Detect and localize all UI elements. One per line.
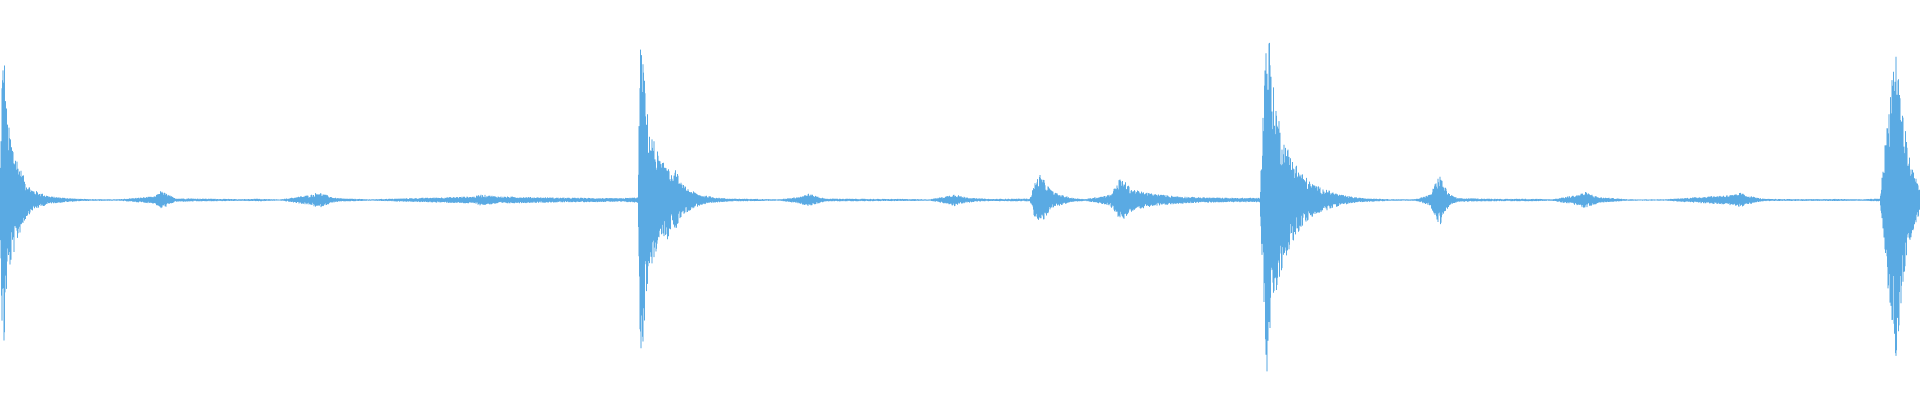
waveform-series xyxy=(0,42,1920,372)
